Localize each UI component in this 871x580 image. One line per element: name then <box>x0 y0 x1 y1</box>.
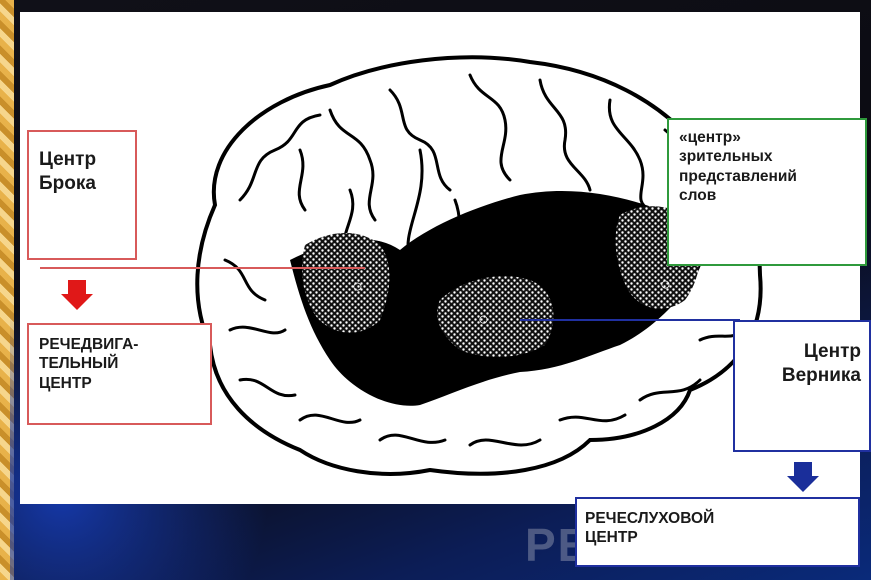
wernicke-center-label: Центр Верника <box>733 320 871 452</box>
broca-region-mark: ○ <box>352 276 363 296</box>
speech-motor-center-label: РЕЧЕДВИГА- ТЕЛЬНЫЙ ЦЕНТР <box>27 323 212 425</box>
arrow-down-icon <box>59 280 95 310</box>
visual-word-center-label: «центр» зрительных представлений слов <box>667 118 867 266</box>
auditory-speech-center-label: РЕЧЕСЛУХОВОЙ ЦЕНТР <box>575 497 860 567</box>
visual-region-mark: ○ <box>660 274 671 294</box>
wernicke-region-mark: ○ <box>478 309 489 329</box>
broca-center-label: Центр Брока <box>27 130 137 260</box>
arrow-down-icon <box>785 462 821 492</box>
